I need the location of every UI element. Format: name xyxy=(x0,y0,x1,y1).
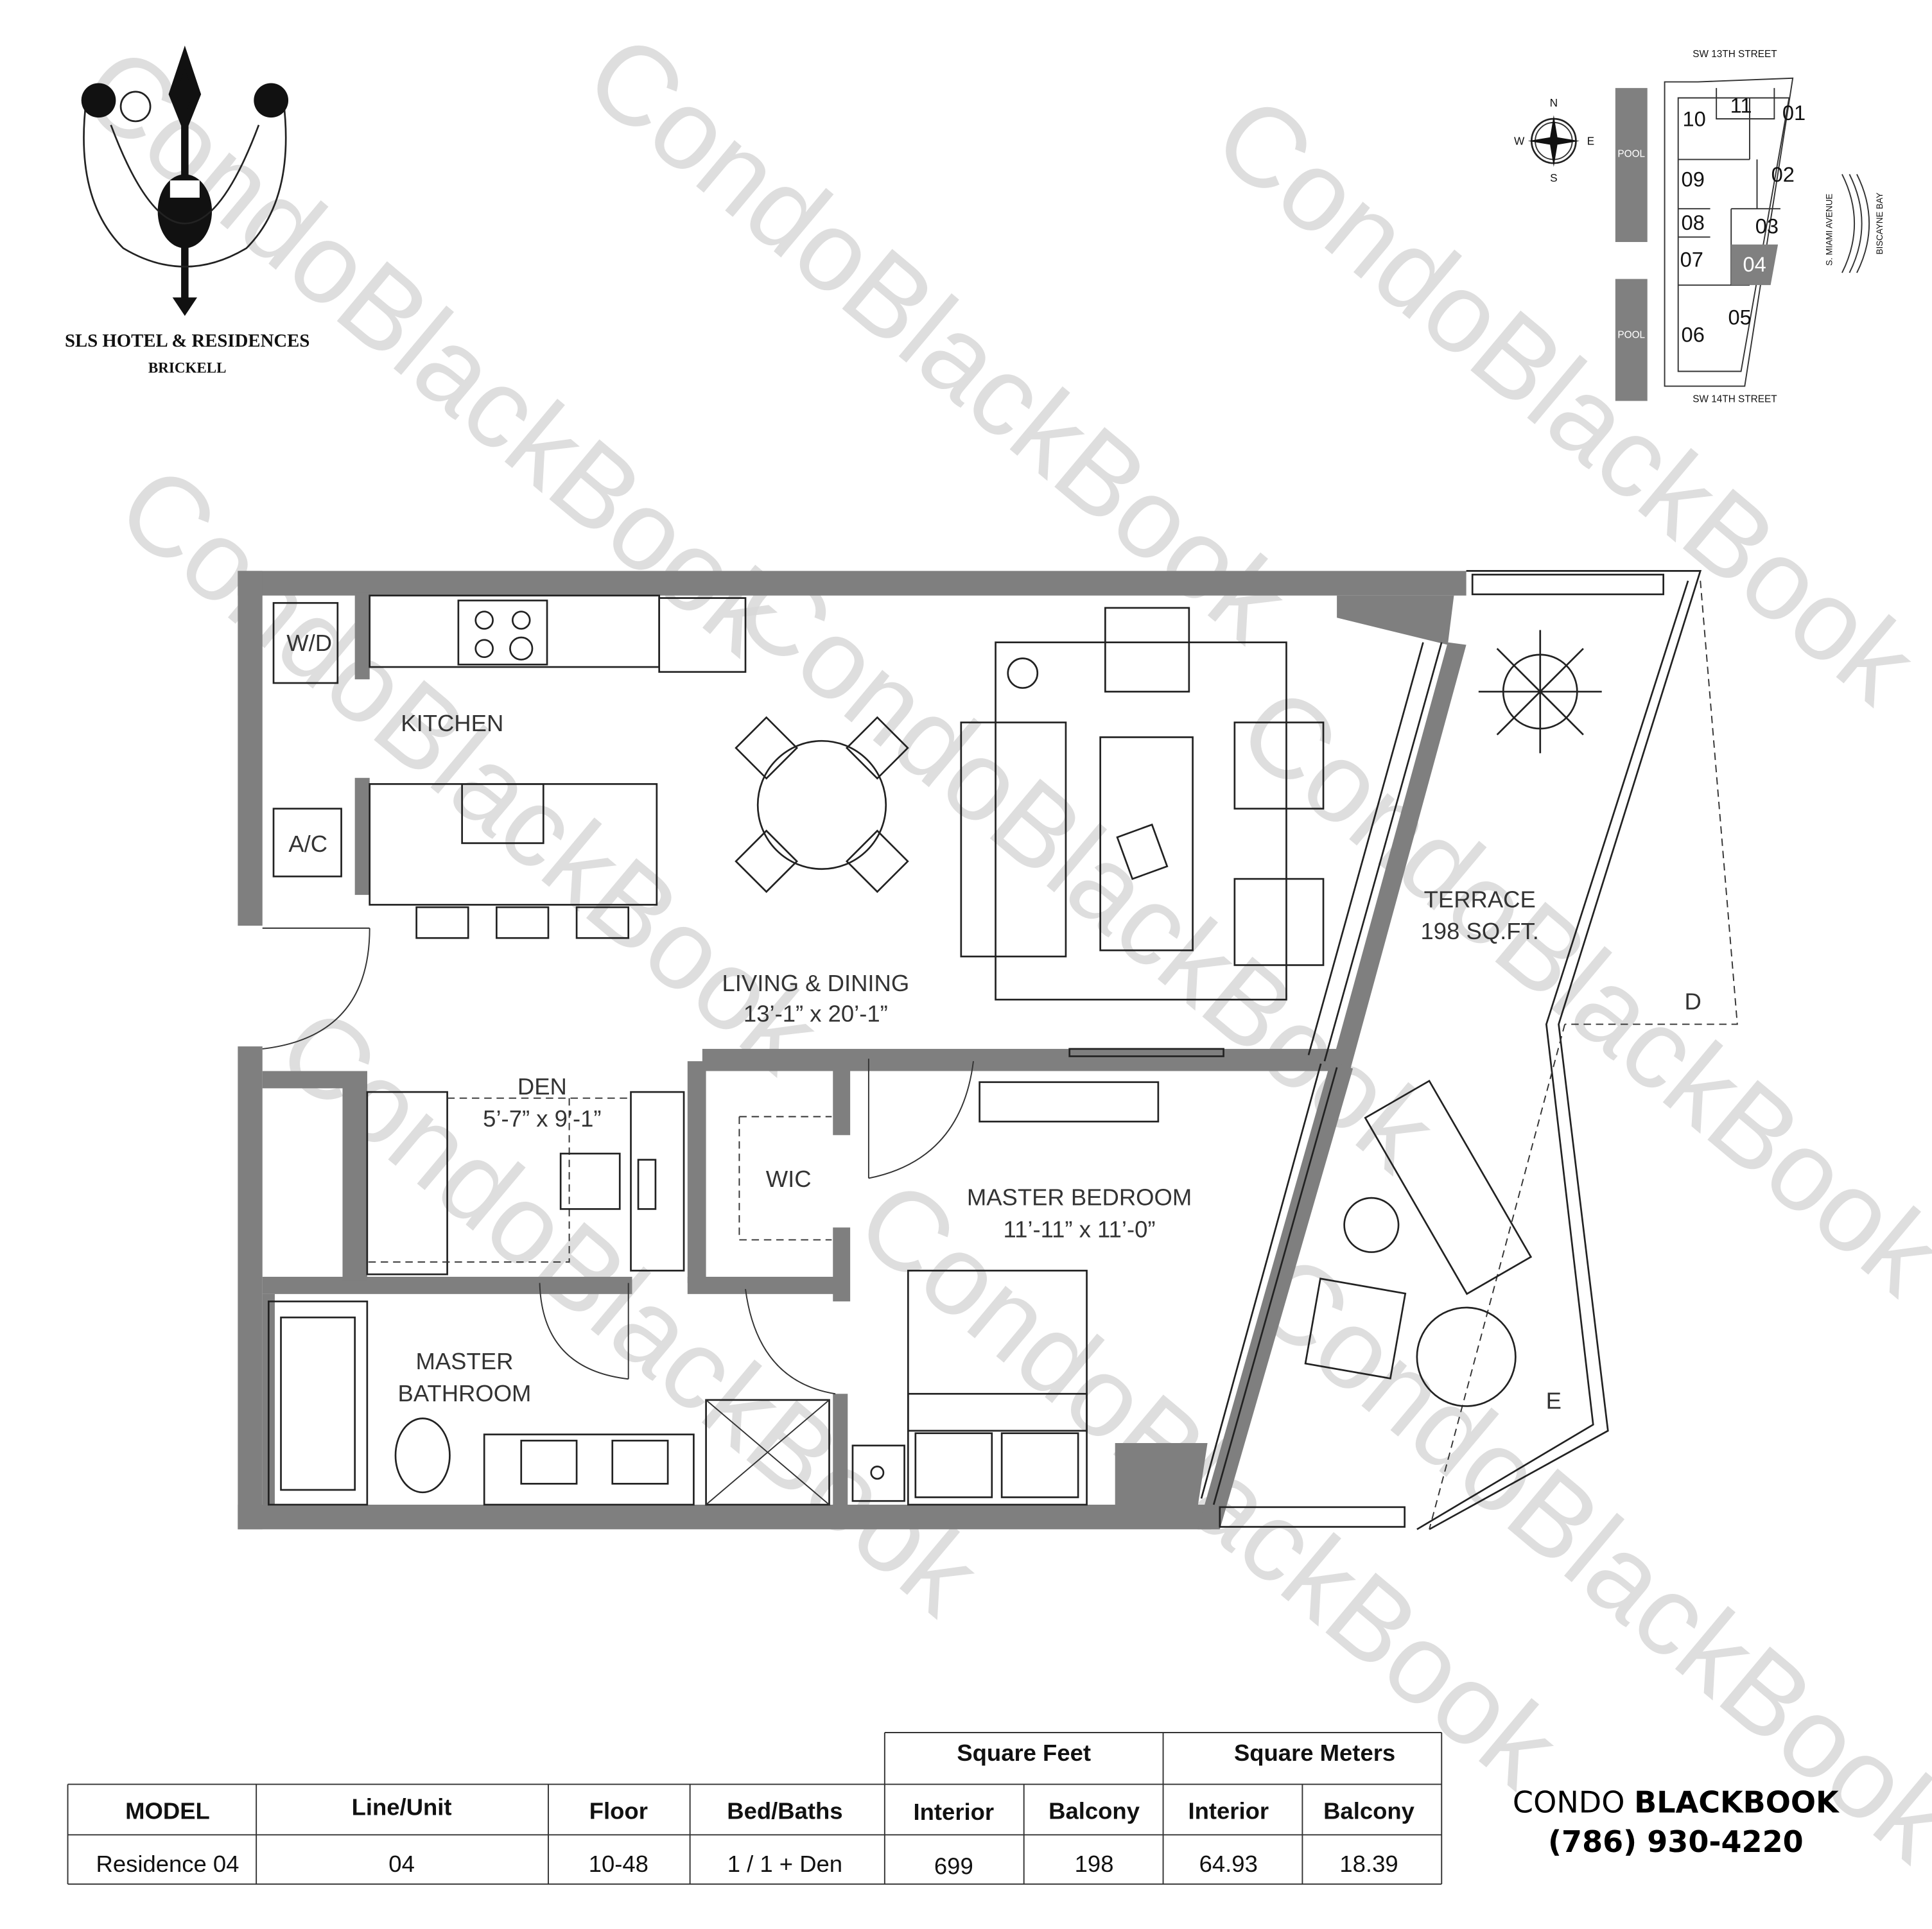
bay-label: BISCAYNE BAY xyxy=(1875,193,1884,255)
wic-label: WIC xyxy=(766,1166,812,1192)
header-sqft-interior: Interior xyxy=(914,1799,995,1825)
unit-05: 05 xyxy=(1728,306,1751,329)
group-header-sqft: Square Feet xyxy=(957,1740,1091,1766)
brand-name-bold: BLACKBOOK xyxy=(1634,1785,1840,1820)
header-sqm-balcony: Balcony xyxy=(1323,1797,1415,1824)
cell-bed-baths: 1 / 1 + Den xyxy=(727,1851,842,1877)
cell-sqft-balcony: 198 xyxy=(1075,1851,1114,1877)
bathroom-label-2: BATHROOM xyxy=(398,1380,532,1406)
living-size: 13’-1” x 20’-1” xyxy=(744,1001,888,1027)
group-header-sqm: Square Meters xyxy=(1234,1740,1395,1766)
brand-name: CONDO BLACKBOOK xyxy=(1513,1785,1840,1820)
unit-09: 09 xyxy=(1682,168,1705,191)
kitchen-label: KITCHEN xyxy=(401,710,503,736)
unit-03: 03 xyxy=(1755,214,1779,238)
sls-chandelier-logo xyxy=(81,45,289,316)
cell-model: Residence 04 xyxy=(96,1851,239,1877)
bathroom-label-1: MASTER xyxy=(416,1348,514,1374)
brand-name-light: CONDO xyxy=(1513,1785,1634,1820)
den-size: 5’-7” x 9’-1” xyxy=(483,1105,601,1132)
avenue-label: S. MIAMI AVENUE xyxy=(1825,194,1834,266)
cell-sqft-interior: 699 xyxy=(934,1853,973,1880)
header-line-unit: Line/Unit xyxy=(352,1794,452,1821)
terrace-size: 198 SQ.FT. xyxy=(1421,918,1539,944)
logo-subtitle: BRICKELL xyxy=(148,359,227,376)
cell-sqm-balcony: 18.39 xyxy=(1339,1851,1398,1877)
wd-label: W/D xyxy=(286,630,332,656)
unit-11: 11 xyxy=(1730,94,1752,117)
key-plan: SW 13TH STREET SW 14TH STREET N S E W PO… xyxy=(1514,49,1884,404)
unit-01: 01 xyxy=(1782,101,1806,125)
compass-rose-icon: N S E W xyxy=(1514,96,1594,184)
ac-label: A/C xyxy=(288,831,327,857)
water-waves-icon xyxy=(1841,174,1870,273)
header-floor: Floor xyxy=(589,1797,648,1824)
pool-label: POOL xyxy=(1617,330,1645,341)
cell-line-unit: 04 xyxy=(388,1851,415,1877)
unit-02: 02 xyxy=(1771,162,1795,186)
watermark: CondoBlackBook xyxy=(1192,71,1932,727)
unit-08: 08 xyxy=(1682,211,1705,234)
unit-07: 07 xyxy=(1680,247,1703,271)
cell-sqm-interior: 64.93 xyxy=(1199,1851,1258,1877)
bedroom-label: MASTER BEDROOM xyxy=(967,1184,1192,1211)
pool-label: POOL xyxy=(1617,149,1645,160)
logo-title: SLS HOTEL & RESIDENCES xyxy=(65,331,309,351)
mark-e: E xyxy=(1546,1387,1562,1414)
cell-floor: 10-48 xyxy=(589,1851,648,1877)
living-label: LIVING & DINING xyxy=(722,970,910,996)
unit-specs-table: Square Feet Square Meters MODEL Line/Uni… xyxy=(67,1732,1443,1885)
compass-e: E xyxy=(1587,134,1595,147)
compass-w: W xyxy=(1514,134,1525,147)
header-bed-baths: Bed/Baths xyxy=(727,1797,842,1824)
mark-d: D xyxy=(1685,989,1701,1015)
terrace-label: TERRACE xyxy=(1424,886,1536,912)
compass-s: S xyxy=(1550,171,1558,184)
unit-10: 10 xyxy=(1682,107,1705,131)
south-street-label: SW 14TH STREET xyxy=(1693,394,1777,404)
unit-04: 04 xyxy=(1743,252,1766,276)
terrace-plant-icon xyxy=(1478,630,1602,754)
pool-north xyxy=(1615,88,1648,243)
highlighted-unit xyxy=(1731,244,1779,286)
pool-south xyxy=(1615,279,1648,401)
unit-06: 06 xyxy=(1682,322,1705,346)
header-model: MODEL xyxy=(125,1797,210,1824)
compass-n: N xyxy=(1550,96,1558,109)
north-street-label: SW 13TH STREET xyxy=(1693,49,1777,60)
header-sqft-balcony: Balcony xyxy=(1049,1797,1140,1824)
brand-phone[interactable]: (786) 930-4220 xyxy=(1548,1824,1804,1859)
floorplan: W/D A/C KITCHEN LIVING & DINING 13’-1” x… xyxy=(238,570,1738,1530)
header-sqm-interior: Interior xyxy=(1188,1797,1269,1824)
den-label: DEN xyxy=(518,1073,567,1100)
bedroom-size: 11’-11” x 11’-0” xyxy=(1004,1216,1156,1243)
